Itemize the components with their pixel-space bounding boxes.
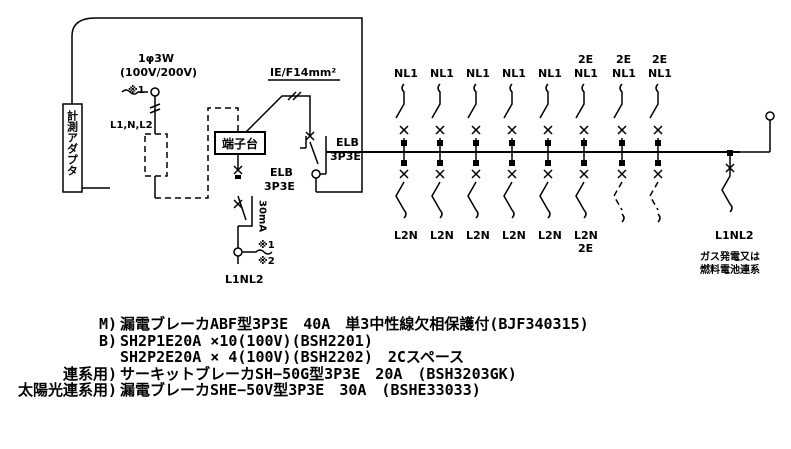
note-row-solar: 太陽光連系用) 漏電ブレーカSHE−50V型3P3E 30A (BSHE3303…	[0, 382, 791, 399]
meter-dashed-route	[155, 107, 239, 199]
branch-3: NL1 L2N	[466, 67, 490, 242]
ground-tick-1	[287, 91, 297, 101]
branch-2: NL1 L2N	[430, 67, 454, 242]
note-label: 太陽光連系用)	[17, 381, 117, 399]
main-elb-contact	[309, 141, 319, 165]
supply-tick-1	[149, 103, 161, 109]
branch-1-top: NL1	[394, 67, 418, 80]
ground-wire-label: IE/F14mm²	[270, 66, 336, 79]
branch-7-top-1: 2E	[616, 53, 631, 66]
ground-wire	[245, 95, 311, 133]
sub-elb-dot	[235, 175, 241, 179]
note-text: 漏電ブレーカABF型3P3E 40A 単3中性線欠相保護付(BJF340315)	[120, 315, 589, 333]
note-label: 連系用)	[62, 364, 117, 383]
supply-terminal	[150, 87, 160, 97]
note-row-main: M) 漏電ブレーカABF型3P3E 40A 単3中性線欠相保護付(BJF3403…	[0, 316, 791, 333]
branch-6-bottom-1: L2N	[574, 229, 598, 242]
branch-1-bottom: L2N	[394, 229, 418, 242]
adapter-label: 計測アダプタ	[66, 109, 79, 176]
supply-tick-2	[149, 108, 161, 114]
ground-tick-2	[292, 91, 302, 101]
note-label: B)	[98, 331, 117, 350]
note-mark-top: ※1	[128, 84, 145, 96]
gas-note-1: ガス発電又は	[700, 250, 760, 263]
note-text: 漏電ブレーカSHE−50V型3P3E 30A (BSHE33033)	[120, 381, 481, 399]
wiring-diagram: 計測アダプタ 1φ3W (100V/200V) ※1 L1,N,L2 IE/F1…	[62, 17, 775, 286]
main-elb-rating: 3P3E	[330, 150, 361, 163]
supply-label: 1φ3W	[138, 52, 174, 65]
busbar-terminal	[765, 111, 775, 121]
supply-squiggle	[121, 89, 148, 95]
note-mark-2: ※2	[258, 255, 275, 267]
branch-5: NL1 L2N	[538, 67, 562, 242]
note-text: サーキットブレーカSH−50G型3P3E 20A (BSH3203GK)	[120, 364, 517, 383]
branch-6-bottom-2: 2E	[578, 242, 593, 255]
branch-8-top-1: 2E	[652, 53, 667, 66]
sensitivity-label: 30mA	[257, 200, 268, 232]
sub-elb-name: ELB	[270, 166, 293, 179]
branch-4-bottom: L2N	[502, 229, 526, 242]
branch-5-top: NL1	[538, 67, 562, 80]
branch-4-top: NL1	[502, 67, 526, 80]
sub-terminal	[233, 247, 243, 257]
supply-voltage: (100V/200V)	[120, 66, 197, 79]
branch-2-bottom: L2N	[430, 229, 454, 242]
sub-elb-x	[233, 165, 243, 175]
outer-wire	[71, 17, 363, 193]
branch-4: NL1 L2N	[502, 67, 526, 242]
note-text: SH2P1E20A ×10(100V)(BSH2201)	[120, 331, 373, 350]
main-elb-x	[305, 131, 315, 141]
meter-box	[144, 133, 168, 177]
sub-elb-rating: 3P3E	[264, 180, 295, 193]
terminal-block-label: 端子台	[222, 136, 258, 151]
sub-elb-x2	[233, 199, 243, 209]
note-mark-1: ※1	[258, 239, 275, 251]
gas-note-2: 燃料電池連系	[700, 263, 760, 276]
gas-branch: L1NL2 ガス発電又は 燃料電池連系	[700, 150, 760, 276]
branch-6-top-2: NL1	[574, 67, 598, 80]
branch-3-top: NL1	[466, 67, 490, 80]
note-row-branch-2: SH2P2E20A × 4(100V)(BSH2202) 2Cスペース	[0, 349, 791, 366]
note-row-branch-1: B) SH2P1E20A ×10(100V)(BSH2201)	[0, 331, 791, 350]
branch-6-top-1: 2E	[578, 53, 593, 66]
main-elb-trip	[300, 136, 307, 149]
note-row-grid-tie: 連系用) サーキットブレーカSH−50G型3P3E 20A (BSH3203GK…	[0, 364, 791, 383]
note-label: M)	[98, 315, 117, 333]
branch-5-bottom: L2N	[538, 229, 562, 242]
main-elb-name: ELB	[336, 136, 359, 149]
branch-6: 2E NL1 L2N 2E	[574, 53, 598, 255]
l1nl2-bottom: L1NL2	[225, 273, 264, 286]
branch-8: 2E NL1	[648, 53, 672, 223]
branch-7: 2E NL1	[612, 53, 636, 223]
notes-block: M) 漏電ブレーカABF型3P3E 40A 単3中性線欠相保護付(BJF3403…	[0, 316, 791, 399]
terminal-block-box	[214, 131, 266, 155]
branch-3-bottom: L2N	[466, 229, 490, 242]
sub-elb-test	[238, 196, 253, 227]
l1nl2-top: L1,N,L2	[110, 120, 153, 131]
branch-2-top: NL1	[430, 67, 454, 80]
gas-branch-label: L1NL2	[715, 229, 754, 242]
branch-1: NL1 L2N	[394, 67, 418, 242]
note-text: SH2P2E20A × 4(100V)(BSH2202) 2Cスペース	[120, 348, 465, 366]
branch-8-top-2: NL1	[648, 67, 672, 80]
main-elb-coil	[311, 169, 321, 179]
sub-squiggle	[242, 249, 273, 255]
branch-7-top-2: NL1	[612, 67, 636, 80]
